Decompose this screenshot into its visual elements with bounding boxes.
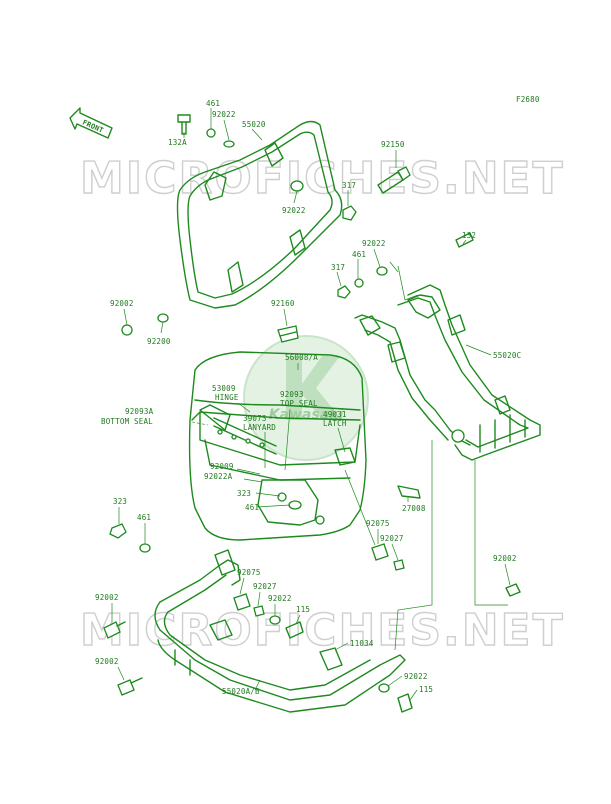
label-39073: 39073 [243,414,267,423]
washer-92200 [157,313,169,323]
nut-323-b [109,523,127,539]
washer-92022-c [376,266,388,276]
collar-92027-a [393,559,405,571]
bolt-132 [455,232,474,248]
nut-92002-c-shank [116,621,126,627]
label-49031-desc: LATCH [323,419,347,428]
diagram-code: F2680 [516,95,540,104]
label-92027-a: 92027 [380,534,404,543]
collar-92027-b [253,605,265,617]
label-55020ab: 55020A/B [222,687,260,696]
label-92200: 92200 [147,337,171,346]
label-92093-desc: TOP SEAL [280,399,318,408]
nut-92002-c [103,621,121,639]
nut-317-a [342,205,357,221]
label-92022-d: 92022 [268,594,292,603]
label-11034: 11034 [350,639,374,648]
label-92160: 92160 [271,299,295,308]
label-92075-b: 92075 [237,568,261,577]
label-461-top: 461 [206,99,220,108]
bolt-115-a [285,621,304,639]
washer-461-d [139,543,151,553]
label-92150: 92150 [381,140,405,149]
label-115-b: 115 [419,685,433,694]
grommet-92075-a [371,543,389,561]
bracket-55020 [176,120,343,309]
case-56008 [188,351,367,541]
lead-92075-a [344,469,376,546]
label-56008: 56008/A [285,353,318,362]
label-92022-c: 92022 [362,239,386,248]
leader-lines [111,108,511,701]
washer-461-b [354,278,364,288]
label-317-a: 317 [342,181,356,190]
label-132a: 132A [168,138,187,147]
part-labels: 132A 461 92022 55020 92150 317 92022 920… [95,99,521,696]
washer-92022-e [378,683,390,693]
lead-92002-right [474,460,508,606]
label-92002-a: 92002 [110,299,134,308]
lead-55020c [397,265,419,301]
grommet-small [315,515,325,525]
grommet-92022 [290,180,304,192]
label-92075-a: 92075 [366,519,390,528]
latch-27008 [397,485,421,499]
label-55020: 55020 [242,120,266,129]
label-92002-c: 92002 [95,593,119,602]
washer-461-top [206,128,216,138]
label-461-d: 461 [137,513,151,522]
front-arrow-icon: FRONT [69,107,113,139]
label-92009: 92009 [210,462,234,471]
nut-92002-d [117,679,135,696]
watermark-top: MICROFICHES.NET [80,153,565,204]
label-92022-b: 92022 [282,206,306,215]
grommet-92160-line [279,331,297,337]
watermark-bottom: MICROFICHES.NET [80,605,565,656]
bracket-55020ab [154,549,406,713]
bolt-132a [177,114,191,135]
label-92093a: 92093A [125,407,154,416]
lead-11034 [394,440,433,651]
label-461-c: 461 [245,503,259,512]
label-92022-top: 92022 [212,110,236,119]
label-92022-e: 92022 [404,672,428,681]
label-27008: 27008 [402,504,426,513]
label-317-b: 317 [331,263,345,272]
nut-92002-a [121,324,133,336]
label-55020c: 55020C [493,351,521,360]
label-92093a-desc: BOTTOM SEAL [101,417,153,426]
label-53009: 53009 [212,384,236,393]
bolt-115-b [397,693,413,713]
front-label: FRONT [81,119,104,135]
label-92002-d: 92002 [95,657,119,666]
label-132: 132 [462,231,476,240]
label-92093: 92093 [280,390,304,399]
label-323-b: 323 [113,497,127,506]
label-92022a: 92022A [204,472,233,481]
label-323-a: 323 [237,489,251,498]
bolt-92150-head [397,166,411,181]
label-115-a: 115 [296,605,310,614]
nut-92002-d-shank [130,677,143,684]
grommet-92075-b [233,593,251,611]
label-39073-desc: LANYARD [243,423,276,432]
bracket-55020c [354,284,541,461]
lead-92022-c [389,261,399,273]
nut-317-b [337,285,351,299]
nut-92002-b [505,583,521,597]
washer-92022-top [223,140,235,148]
kawasaki-logo: Kawasaki [243,335,369,461]
label-92002-b: 92002 [493,554,517,563]
washer-92022-d [269,615,281,625]
label-53009-desc: HINGE [215,393,239,402]
label-92027-b: 92027 [253,582,277,591]
label-49031: 49031 [323,410,347,419]
label-461-b: 461 [352,250,366,259]
bottom-seal-lead [191,421,209,426]
